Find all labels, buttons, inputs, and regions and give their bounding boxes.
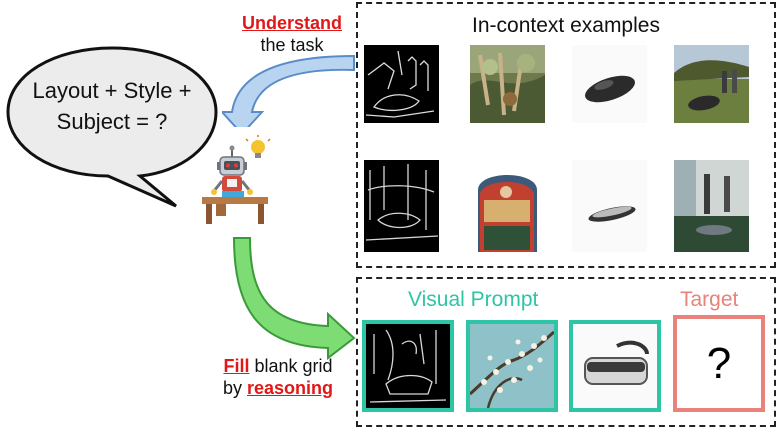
visual-prompt-layout (362, 320, 454, 412)
example-1-subject (572, 45, 647, 123)
example-1-style (470, 45, 545, 123)
example-2-layout (364, 160, 439, 252)
example-2-subject (572, 160, 647, 252)
by-text: by (222, 378, 242, 398)
fill-mid: blank grid (254, 356, 333, 376)
understand-highlight: Understand (241, 13, 342, 33)
target-question-mark: ? (706, 338, 732, 388)
visual-prompt-subject (569, 320, 661, 412)
example-2-target (674, 160, 749, 252)
understand-caption: Understand the task (232, 12, 352, 56)
reasoning-highlight: reasoning (247, 378, 334, 398)
fill-highlight: Fill (223, 356, 250, 376)
fill-caption: Fill blank grid by reasoning (208, 355, 348, 399)
visual-prompt-style (466, 320, 558, 412)
example-1-layout (364, 45, 439, 123)
fill-arrow (232, 237, 356, 360)
prompt-panel (356, 277, 776, 427)
in-context-title: In-context examples (472, 14, 660, 37)
understand-arrow (222, 54, 355, 127)
speech-bubble (6, 46, 218, 208)
visual-prompt-title: Visual Prompt (408, 288, 539, 311)
bubble-text: Layout + Style + Subject = ? (8, 75, 216, 137)
target-title: Target (680, 288, 739, 311)
bubble-line-2: Subject = ? (56, 109, 168, 134)
robot-icon (202, 135, 271, 224)
example-2-style (470, 160, 545, 252)
in-context-panel (356, 2, 776, 268)
example-1-target (674, 45, 749, 123)
target-blank-grid: ? (673, 315, 765, 412)
bubble-line-1: Layout + Style + (32, 78, 192, 103)
understand-rest: the task (260, 35, 324, 55)
